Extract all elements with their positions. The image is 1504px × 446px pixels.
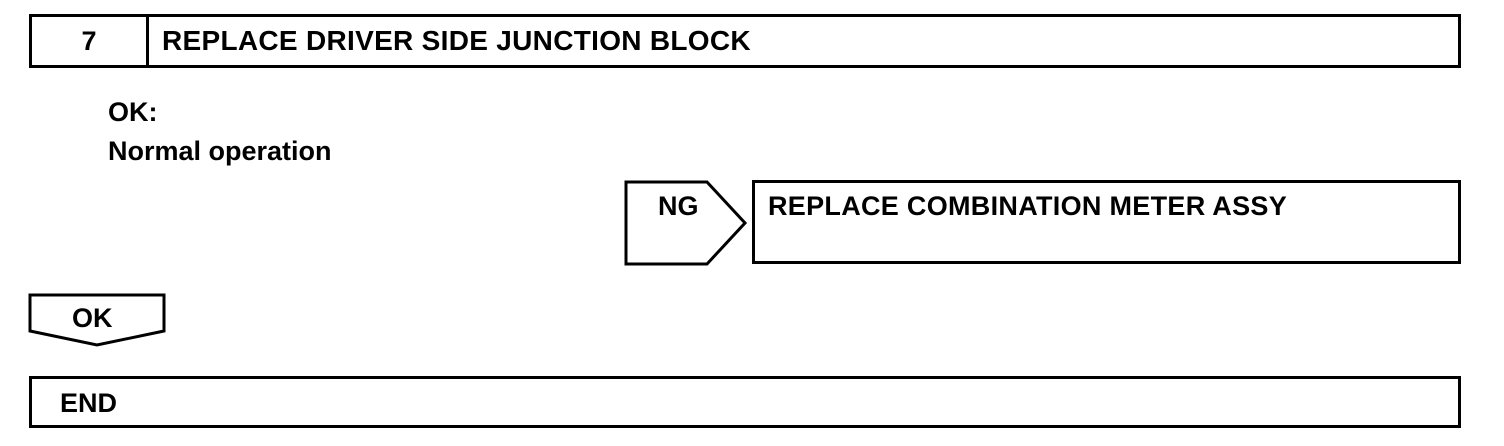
ng-arrow-shape bbox=[624, 180, 748, 266]
ng-result-box: REPLACE COMBINATION METER ASSY bbox=[752, 180, 1461, 264]
end-box: END bbox=[29, 376, 1461, 428]
end-label: END bbox=[60, 388, 118, 418]
ng-result-text: REPLACE COMBINATION METER ASSY bbox=[768, 191, 1288, 221]
step-header: 7 REPLACE DRIVER SIDE JUNCTION BLOCK bbox=[29, 14, 1461, 68]
ng-branch-tag: NG bbox=[624, 180, 748, 266]
condition-label: OK: bbox=[108, 97, 158, 127]
step-number: 7 bbox=[32, 17, 149, 65]
ok-branch-tag: OK bbox=[28, 293, 166, 347]
ok-tag-label: OK bbox=[72, 303, 113, 333]
step-title: REPLACE DRIVER SIDE JUNCTION BLOCK bbox=[162, 25, 751, 56]
ok-arrow-shape bbox=[28, 293, 166, 347]
ng-tag-label: NG bbox=[658, 191, 699, 221]
condition-description: Normal operation bbox=[108, 136, 332, 166]
